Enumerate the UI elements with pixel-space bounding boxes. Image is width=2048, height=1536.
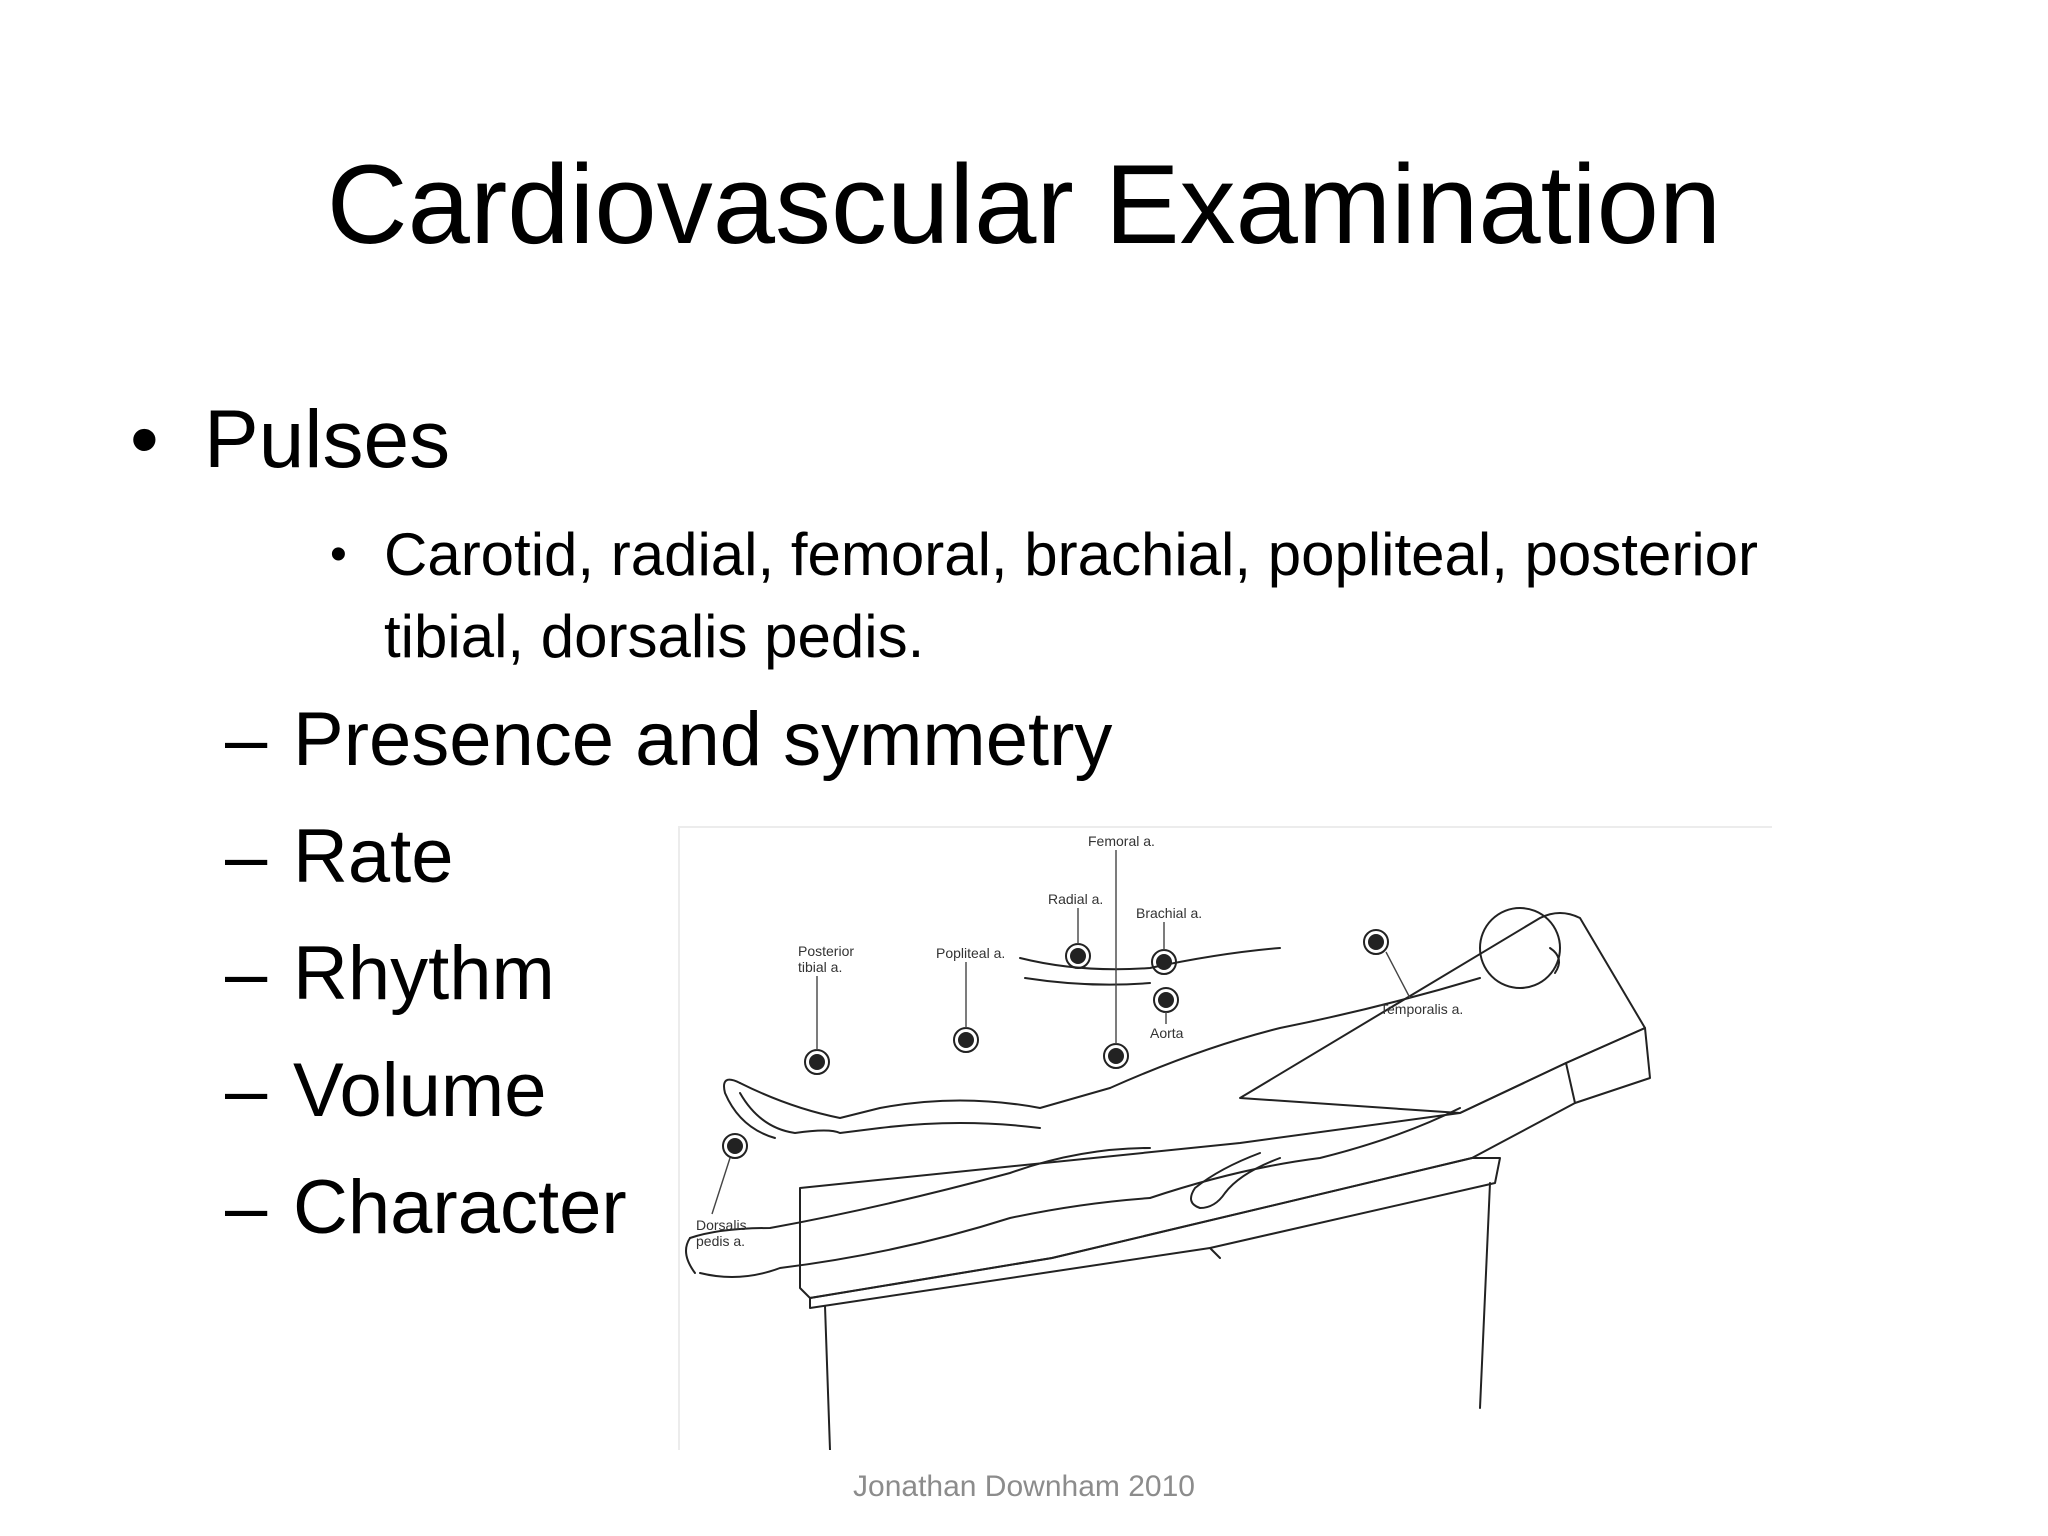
sub-bullet-marker: • xyxy=(330,528,347,581)
dash-item: – Volume xyxy=(225,1041,785,1158)
body-arm-far-lower xyxy=(1024,977,1151,986)
marker-brachial xyxy=(1156,954,1172,970)
label-popliteal: Popliteal a. xyxy=(936,945,1005,961)
label-radial: Radial a. xyxy=(1048,891,1103,907)
dash-marker: – xyxy=(225,931,268,1016)
marker-temporalis xyxy=(1368,934,1384,950)
dash-marker: – xyxy=(225,814,268,899)
label-posterior-tibial-line1: Posterior xyxy=(798,943,854,959)
body-ear xyxy=(1549,947,1560,974)
body-leg-back-lower xyxy=(739,1092,1041,1134)
table-cabinet xyxy=(824,1182,1491,1450)
body-torso-bottom xyxy=(1149,1107,1461,1199)
marker-posterior-tibial xyxy=(809,1054,825,1070)
label-temporalis: Temporalis a. xyxy=(1380,1001,1463,1017)
marker-dorsalis xyxy=(727,1138,743,1154)
body-head xyxy=(1479,907,1561,989)
sub-bullet-text: Carotid, radial, femoral, brachial, popl… xyxy=(384,521,1758,670)
slide-title: Cardiovascular Examination xyxy=(326,142,1722,267)
dash-item: – Character xyxy=(225,1158,785,1275)
dash-item: – Rate xyxy=(225,807,785,924)
body-leg-back xyxy=(739,1082,1111,1119)
leader-dorsalis xyxy=(711,1157,731,1215)
body-torso-top xyxy=(1109,977,1481,1089)
dash-item: – Presence and symmetry xyxy=(225,690,1112,807)
dash-marker: – xyxy=(225,697,268,782)
marker-popliteal xyxy=(958,1032,974,1048)
label-brachial: Brachial a. xyxy=(1136,905,1202,921)
dash-text: Rhythm xyxy=(293,931,555,1016)
label-aorta: Aorta xyxy=(1150,1025,1184,1041)
slide-footer: Jonathan Downham 2010 xyxy=(853,1470,1195,1503)
label-dorsalis-line2: pedis a. xyxy=(696,1233,745,1249)
bullet-marker: • xyxy=(130,394,159,485)
pulse-sites-drawing: Femoral a. Radial a. Brachial a. Poplite… xyxy=(685,833,1651,1450)
leader-temporalis xyxy=(1385,951,1411,999)
table-front xyxy=(809,1157,1501,1309)
dash-marker: – xyxy=(225,1048,268,1133)
pulse-sites-illustration: Femoral a. Radial a. Brachial a. Poplite… xyxy=(678,826,1772,1450)
dash-text: Presence and symmetry xyxy=(293,697,1113,782)
body-foot-back xyxy=(723,1078,776,1139)
marker-aorta xyxy=(1158,992,1174,1008)
dash-marker: – xyxy=(225,1165,268,1250)
body-arm-near xyxy=(1190,1152,1281,1209)
dash-item: – Rhythm xyxy=(225,924,785,1041)
body-foot-front xyxy=(685,1237,696,1274)
body-arm-far xyxy=(1019,947,1281,971)
body-leg-front-lower xyxy=(699,1197,1151,1278)
table-top xyxy=(799,1062,1576,1299)
label-dorsalis-line1: Dorsalis xyxy=(696,1217,747,1233)
dash-list: – Presence and symmetry – Rate – Rhythm … xyxy=(225,690,1112,1275)
dash-text: Character xyxy=(293,1165,627,1250)
label-femoral: Femoral a. xyxy=(1088,833,1155,849)
marker-femoral xyxy=(1108,1048,1124,1064)
bullet-text: Pulses xyxy=(204,394,451,485)
body-leg-front xyxy=(689,1147,1151,1239)
dash-text: Volume xyxy=(293,1048,547,1133)
marker-radial xyxy=(1070,948,1086,964)
label-posterior-tibial-line2: tibial a. xyxy=(798,959,842,975)
dash-text: Rate xyxy=(293,814,454,899)
table-headrest-edge xyxy=(1565,1027,1651,1104)
